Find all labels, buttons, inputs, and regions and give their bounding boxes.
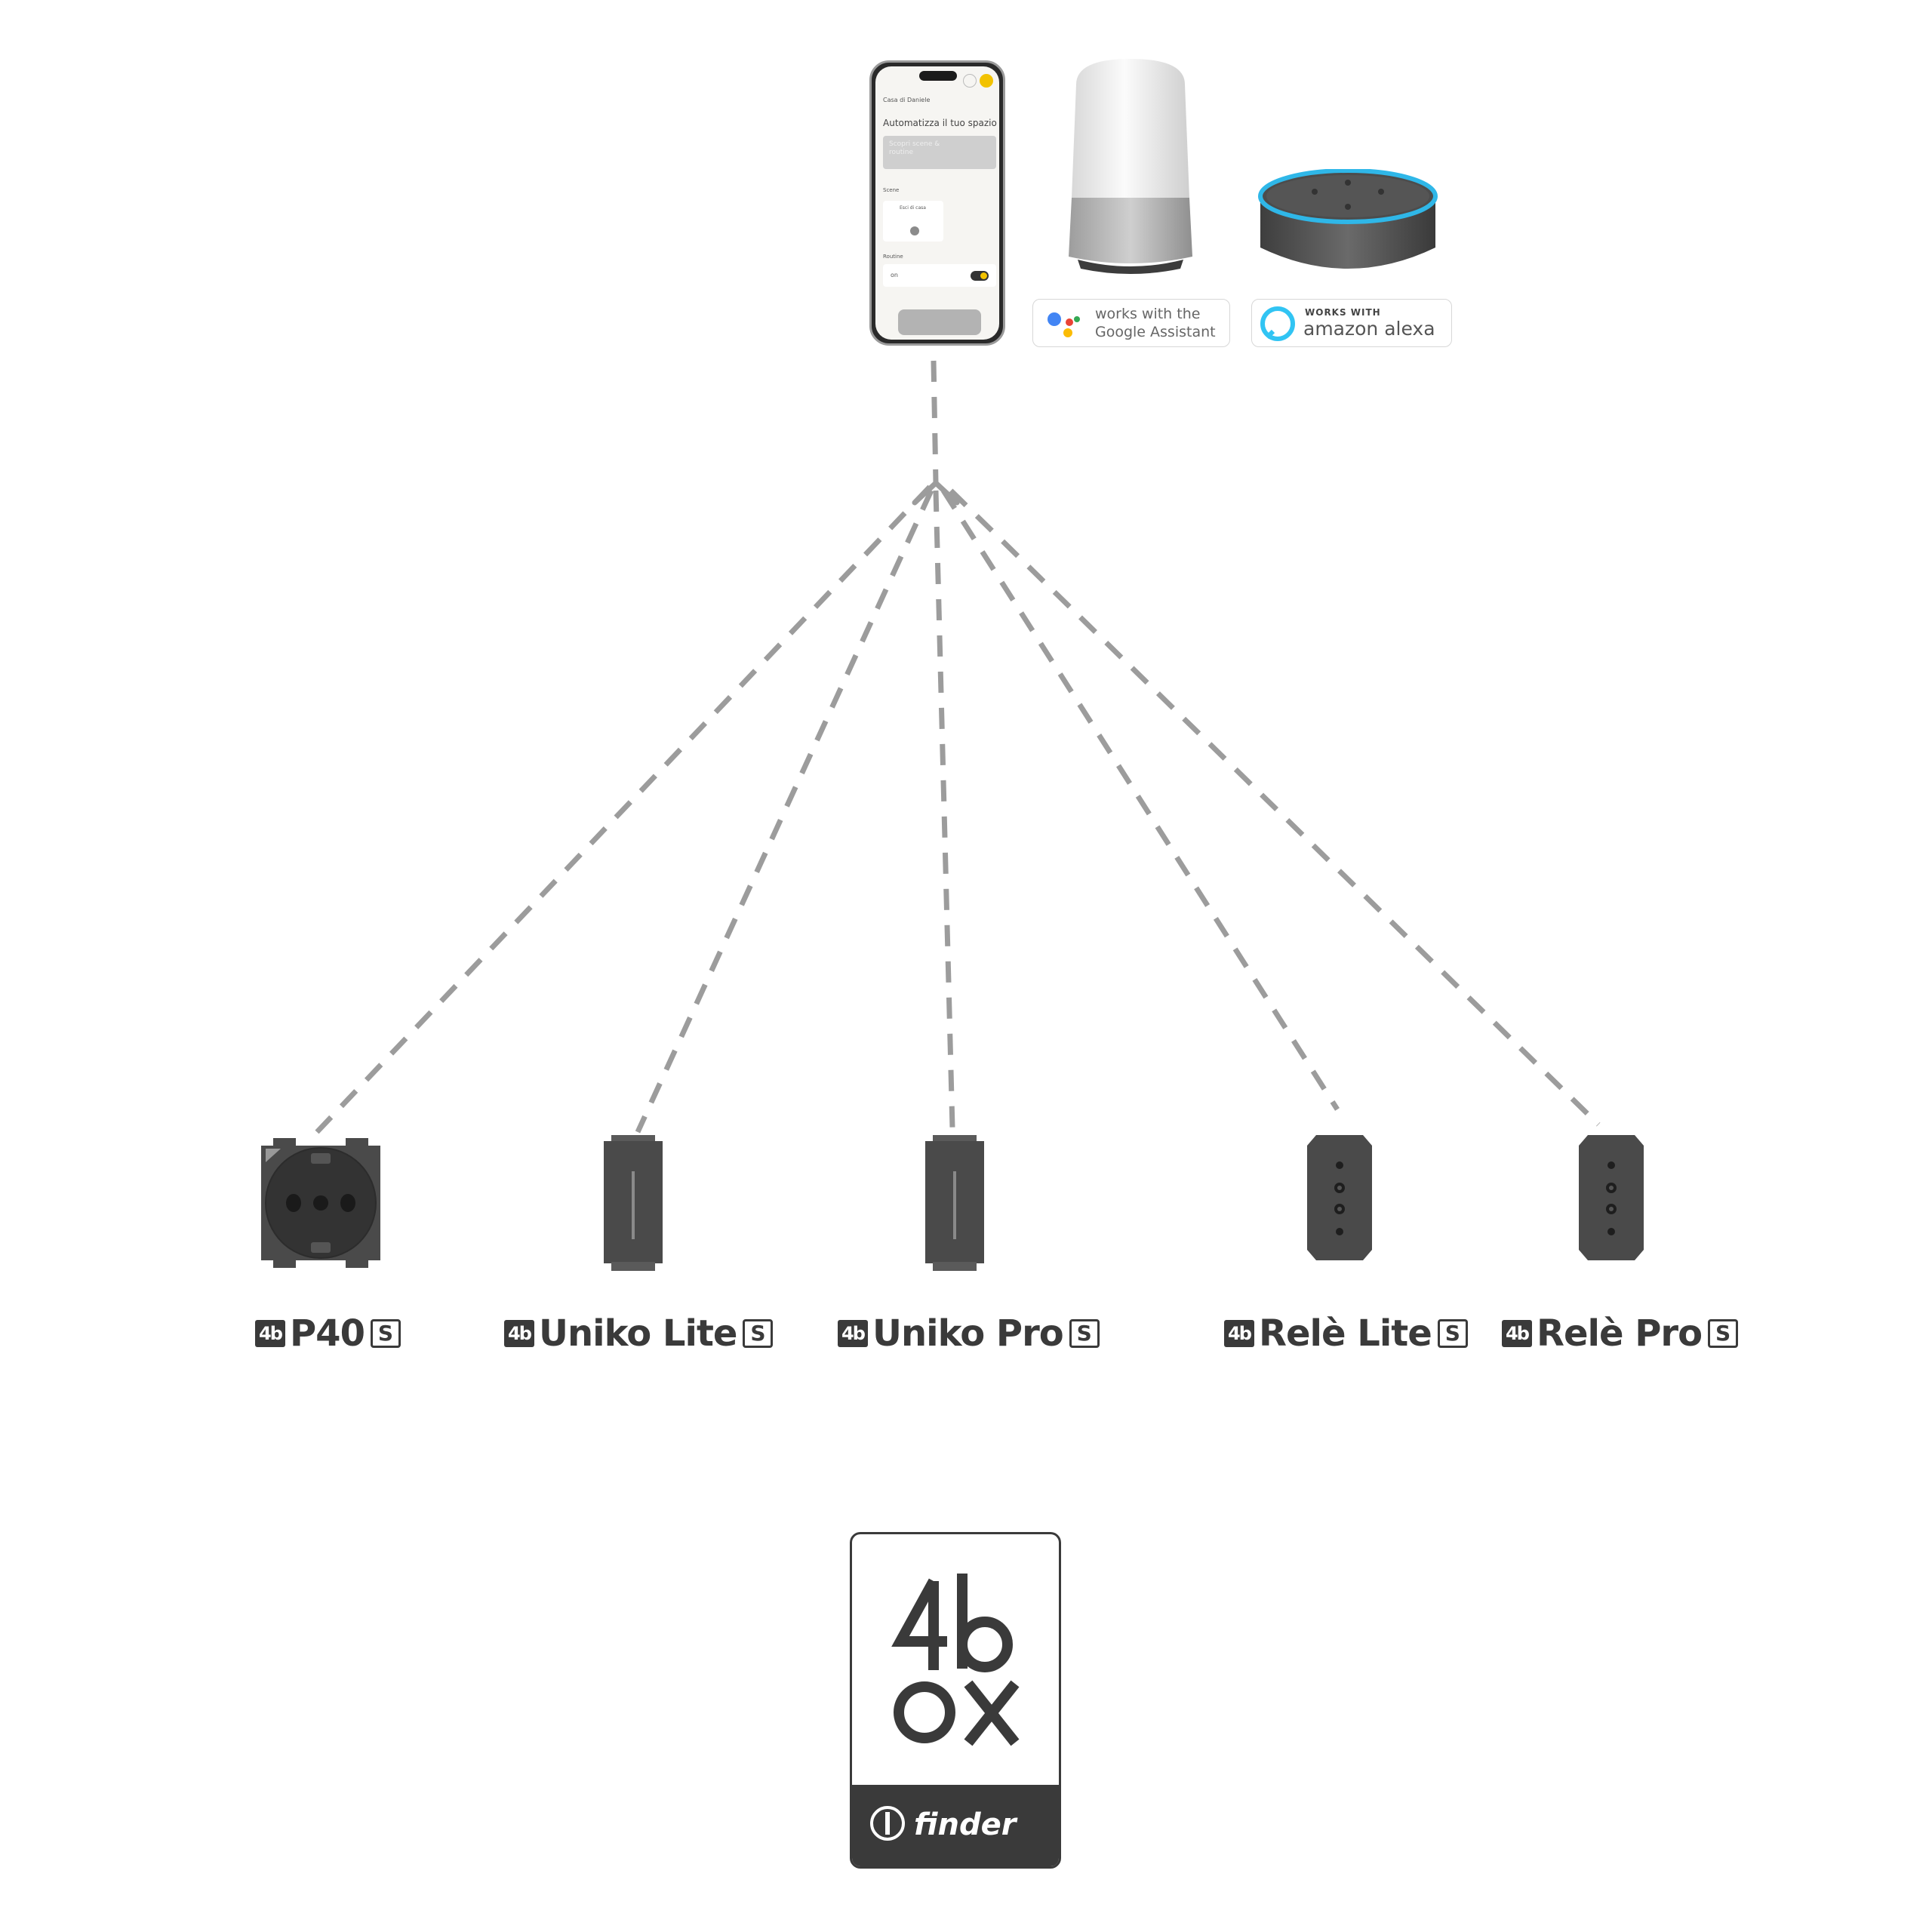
uniko-lite-device — [604, 1135, 663, 1271]
device-name: Uniko Lite — [539, 1312, 737, 1355]
google-badge-line2: Google Assistant — [1095, 324, 1216, 340]
bottom-nav — [898, 309, 981, 335]
s-badge: S — [743, 1319, 774, 1348]
phone-screen: Casa di Daniele Automatizza il tuo spazi… — [875, 66, 999, 340]
device-label-uniko-lite: 4b Uniko Lite S — [504, 1312, 774, 1355]
scene-name: Esci di casa — [900, 205, 926, 211]
toggle-switch — [971, 271, 989, 281]
4box-logo-mark — [891, 1574, 1020, 1746]
amazon-echo-dot — [1258, 169, 1438, 269]
p40-socket-device — [261, 1138, 380, 1268]
home-name: Casa di Daniele — [883, 97, 931, 103]
routine-row: on — [883, 264, 996, 287]
phone-notch — [919, 71, 957, 81]
rele-lite-device — [1307, 1135, 1372, 1260]
line-to-rele-pro — [949, 488, 1601, 1127]
device-name: Relè Pro — [1537, 1312, 1703, 1355]
4box-small-logo: 4b — [1502, 1320, 1532, 1347]
4box-small-logo: 4b — [255, 1320, 285, 1347]
scene-card: Esci di casa — [883, 201, 943, 242]
google-badge-line1: works with the — [1095, 306, 1201, 322]
arrow-head — [912, 479, 960, 506]
device-label-rele-pro: 4b Relè Pro S — [1502, 1312, 1739, 1355]
s-badge: S — [370, 1319, 401, 1348]
device-name: P40 — [290, 1312, 365, 1355]
amazon-alexa-badge: WORKS WITH amazon alexa — [1251, 299, 1452, 347]
4box-small-logo: 4b — [1224, 1320, 1254, 1347]
device-name: Uniko Pro — [872, 1312, 1064, 1355]
line-to-rele-lite — [941, 489, 1340, 1111]
alexa-badge-line1: WORKS WITH — [1305, 307, 1381, 318]
routines-section-title: Routine — [883, 254, 903, 260]
routine-label: on — [891, 272, 898, 278]
4box-small-logo: 4b — [838, 1320, 868, 1347]
device-label-uniko-pro: 4b Uniko Pro S — [838, 1312, 1100, 1355]
line-to-p40 — [315, 485, 932, 1134]
line-app-to-hub — [931, 360, 939, 484]
google-assistant-badge: works with the Google Assistant — [1032, 299, 1230, 347]
alexa-icon — [1260, 306, 1295, 341]
s-badge: S — [1069, 1319, 1100, 1348]
google-home-speaker — [1069, 59, 1192, 274]
4box-finder-logo: finder — [850, 1532, 1061, 1869]
smartphone-app: Casa di Daniele Automatizza il tuo spazi… — [869, 60, 1005, 346]
uniko-pro-device — [925, 1135, 984, 1271]
line-to-uniko-pro — [933, 490, 955, 1129]
discover-card-text: Scopri scene & routine — [889, 140, 940, 156]
finder-footer: finder — [852, 1785, 1059, 1866]
google-assistant-icon — [1048, 312, 1080, 337]
discover-card: Scopri scene & routine — [883, 136, 996, 169]
help-icon — [963, 74, 977, 88]
add-icon — [980, 74, 993, 88]
play-icon — [910, 226, 919, 235]
finder-icon — [870, 1806, 905, 1841]
device-label-p40: 4b P40 S — [255, 1312, 401, 1355]
s-badge: S — [1708, 1319, 1739, 1348]
device-name: Relè Lite — [1259, 1312, 1432, 1355]
finder-wordmark: finder — [914, 1807, 1017, 1842]
rele-pro-device — [1579, 1135, 1644, 1260]
scenes-section-title: Scene — [883, 187, 900, 193]
s-badge: S — [1437, 1319, 1468, 1348]
alexa-badge-line2: amazon alexa — [1303, 318, 1435, 340]
device-label-rele-lite: 4b Relè Lite S — [1224, 1312, 1468, 1355]
line-to-uniko-lite — [635, 489, 934, 1134]
4box-small-logo: 4b — [504, 1320, 534, 1347]
app-headline: Automatizza il tuo spazio — [883, 118, 997, 128]
